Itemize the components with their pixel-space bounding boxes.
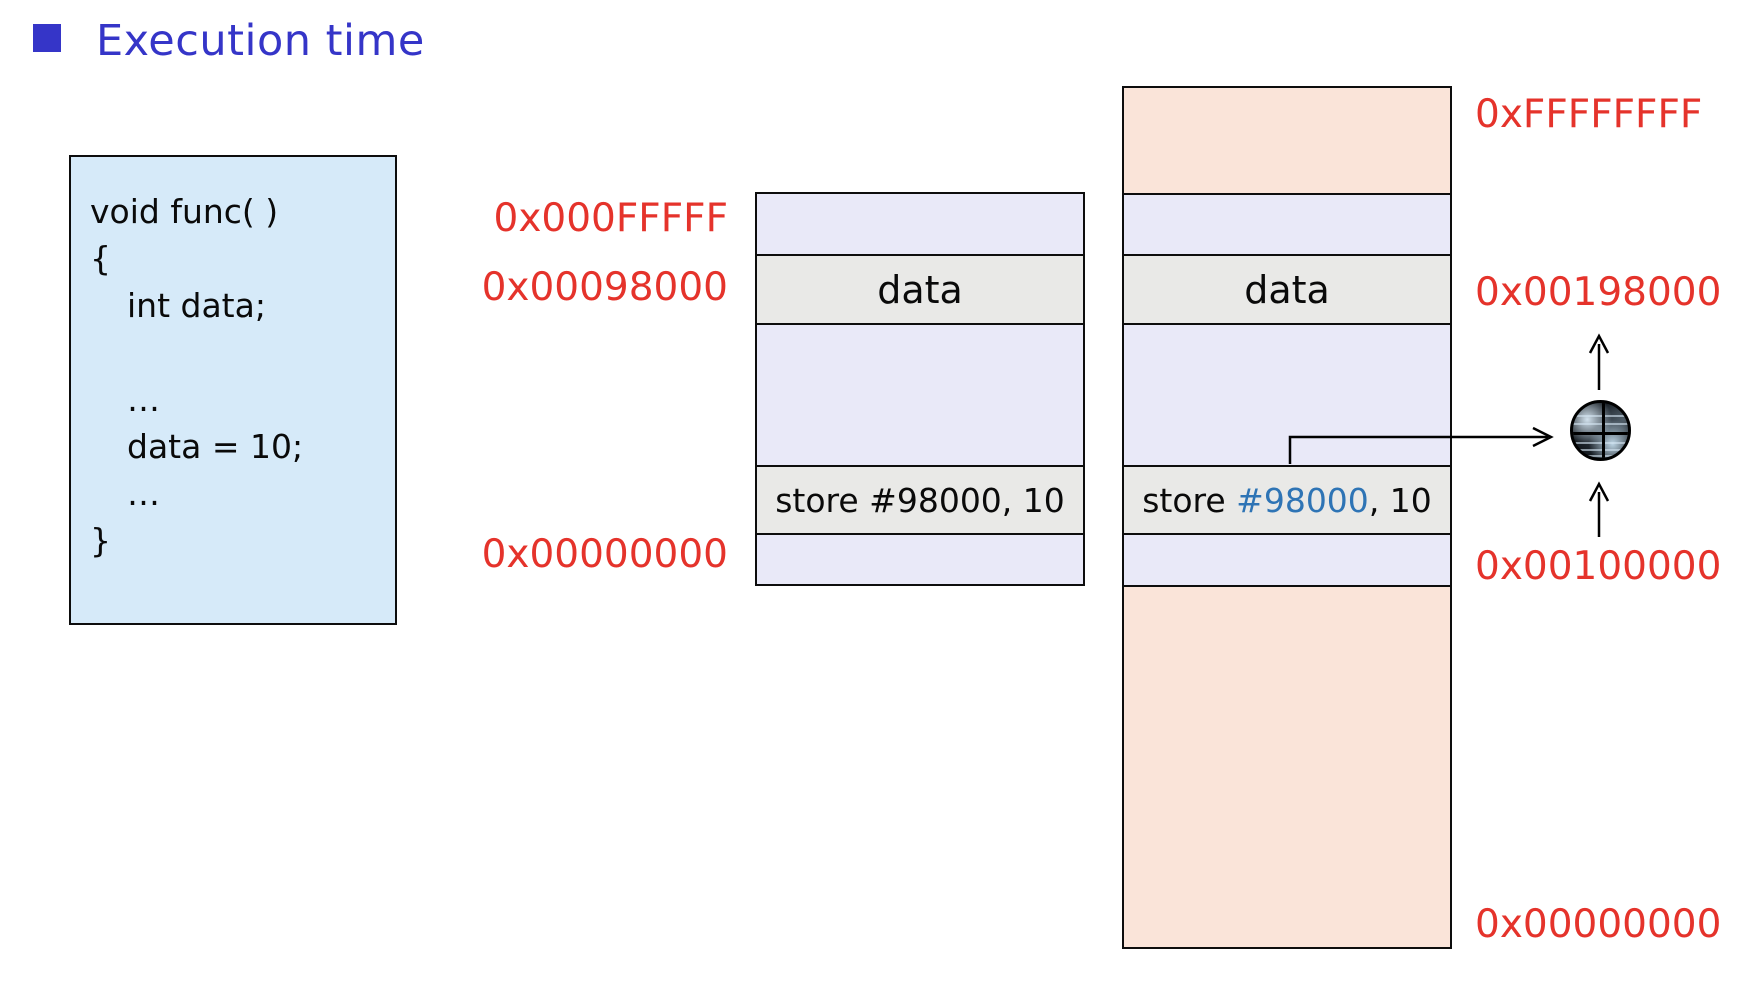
page-title: Execution time (96, 16, 425, 66)
physical-segment-data: data (1124, 254, 1450, 323)
code-line: { (90, 239, 111, 278)
virtual-segment-store: store #98000, 10 (757, 465, 1083, 533)
code-box: void func( ) { int data; … data = 10; … … (69, 155, 397, 625)
data-segment-label: data (1244, 267, 1330, 312)
physical-memory-column: data store #98000, 10 (1122, 86, 1452, 949)
data-segment-label: data (877, 267, 963, 312)
sphere-cross-vertical (1602, 403, 1605, 458)
arrowhead-right (1532, 426, 1554, 448)
store-instruction: store #98000, 10 (775, 480, 1065, 520)
virtual-memory-column: data store #98000, 10 (755, 192, 1085, 586)
code-line: void func( ) (90, 192, 279, 231)
physical-address-label: 0x00100000 (1475, 544, 1722, 589)
code-line: … (127, 380, 160, 419)
bullet-square-icon (33, 24, 61, 52)
store-address-operand: #98000 (1236, 480, 1369, 520)
physical-segment-top-reserved (1124, 88, 1450, 193)
store-suffix: , 10 (1368, 480, 1432, 520)
virtual-address-label: 0x00098000 (481, 265, 728, 310)
virtual-address-label: 0x00000000 (481, 532, 728, 577)
arrowhead-up (1588, 333, 1610, 354)
store-prefix: store (1142, 480, 1237, 520)
sphere-highlight-line (1573, 415, 1628, 417)
physical-segment-bottom-reserved (1124, 585, 1450, 947)
virtual-address-label: 0x000FFFFF (493, 196, 729, 241)
code-line: } (90, 521, 111, 560)
sphere-cross-horizontal (1573, 432, 1628, 435)
sphere-highlight-line (1573, 449, 1628, 451)
physical-address-label: 0xFFFFFFFF (1475, 92, 1703, 137)
code-line (90, 329, 385, 376)
physical-segment-lower (1124, 533, 1450, 585)
physical-segment-store: store #98000, 10 (1124, 465, 1450, 533)
physical-address-label: 0x00198000 (1475, 270, 1722, 315)
sphere-highlight-line (1573, 423, 1628, 425)
sphere-highlight-line (1573, 442, 1628, 444)
physical-segment-middle (1124, 323, 1450, 465)
physical-segment-upper (1124, 193, 1450, 254)
virtual-segment-bottom (757, 533, 1083, 584)
virtual-segment-middle (757, 323, 1083, 465)
code-line: … (127, 474, 160, 513)
virtual-segment-data: data (757, 254, 1083, 323)
store-instruction: store #98000, 10 (1142, 481, 1432, 520)
arrowhead-up (1588, 481, 1610, 502)
virtual-segment-top (757, 194, 1083, 254)
mmu-sphere-icon (1570, 400, 1631, 461)
code-line: data = 10; (127, 427, 304, 466)
code-line: int data; (127, 286, 266, 325)
physical-address-label: 0x00000000 (1475, 902, 1722, 947)
sphere-highlight-line (1573, 455, 1628, 457)
